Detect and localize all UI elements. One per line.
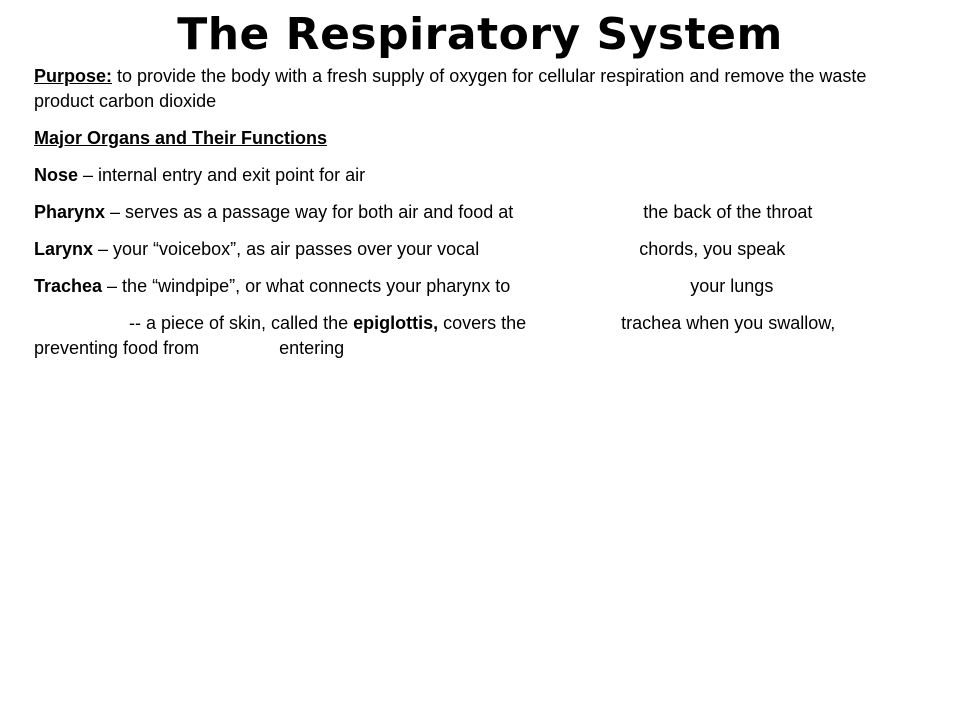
epiglottis-tail-end: entering <box>279 338 345 358</box>
page-title: The Respiratory System <box>177 9 783 60</box>
purpose-paragraph: Purpose: to provide the body with a fres… <box>34 64 904 114</box>
purpose-label: Purpose: <box>34 66 113 86</box>
epiglottis-lead: -- a piece of skin, called the <box>129 313 354 333</box>
purpose-text: to provide the body with a fresh supply … <box>34 66 867 111</box>
organ-description: – internal entry and exit point for air <box>78 165 366 185</box>
organ-description: – serves as a passage way for both air a… <box>105 202 514 222</box>
section-heading-paragraph: Major Organs and Their Functions <box>34 126 904 151</box>
slide-body: Purpose: to provide the body with a fres… <box>34 64 904 373</box>
organ-description-continued: chords, you speak <box>639 239 786 259</box>
organ-name: Nose <box>34 165 79 185</box>
organ-name: Pharynx <box>34 202 106 222</box>
organ-pharynx: Pharynx – serves as a passage way for bo… <box>34 200 904 225</box>
epiglottis-term: epiglottis, <box>353 313 439 333</box>
section-heading: Major Organs and Their Functions <box>34 128 328 148</box>
organ-nose: Nose – internal entry and exit point for… <box>34 163 904 188</box>
organ-name: Trachea <box>34 276 103 296</box>
organ-larynx: Larynx – your “voicebox”, as air passes … <box>34 237 904 262</box>
organ-trachea: Trachea – the “windpipe”, or what connec… <box>34 274 904 299</box>
organ-description: – your “voicebox”, as air passes over yo… <box>93 239 480 259</box>
organ-name: Larynx <box>34 239 94 259</box>
organ-description: – the “windpipe”, or what connects your … <box>102 276 511 296</box>
organ-description-continued: the back of the throat <box>643 202 813 222</box>
epiglottis-note: -- a piece of skin, called the epiglotti… <box>34 311 904 361</box>
epiglottis-middle: covers the <box>438 313 527 333</box>
epiglottis-tail: trachea when you swallow, preventing foo… <box>34 313 836 358</box>
organ-description-continued: your lungs <box>690 276 774 296</box>
